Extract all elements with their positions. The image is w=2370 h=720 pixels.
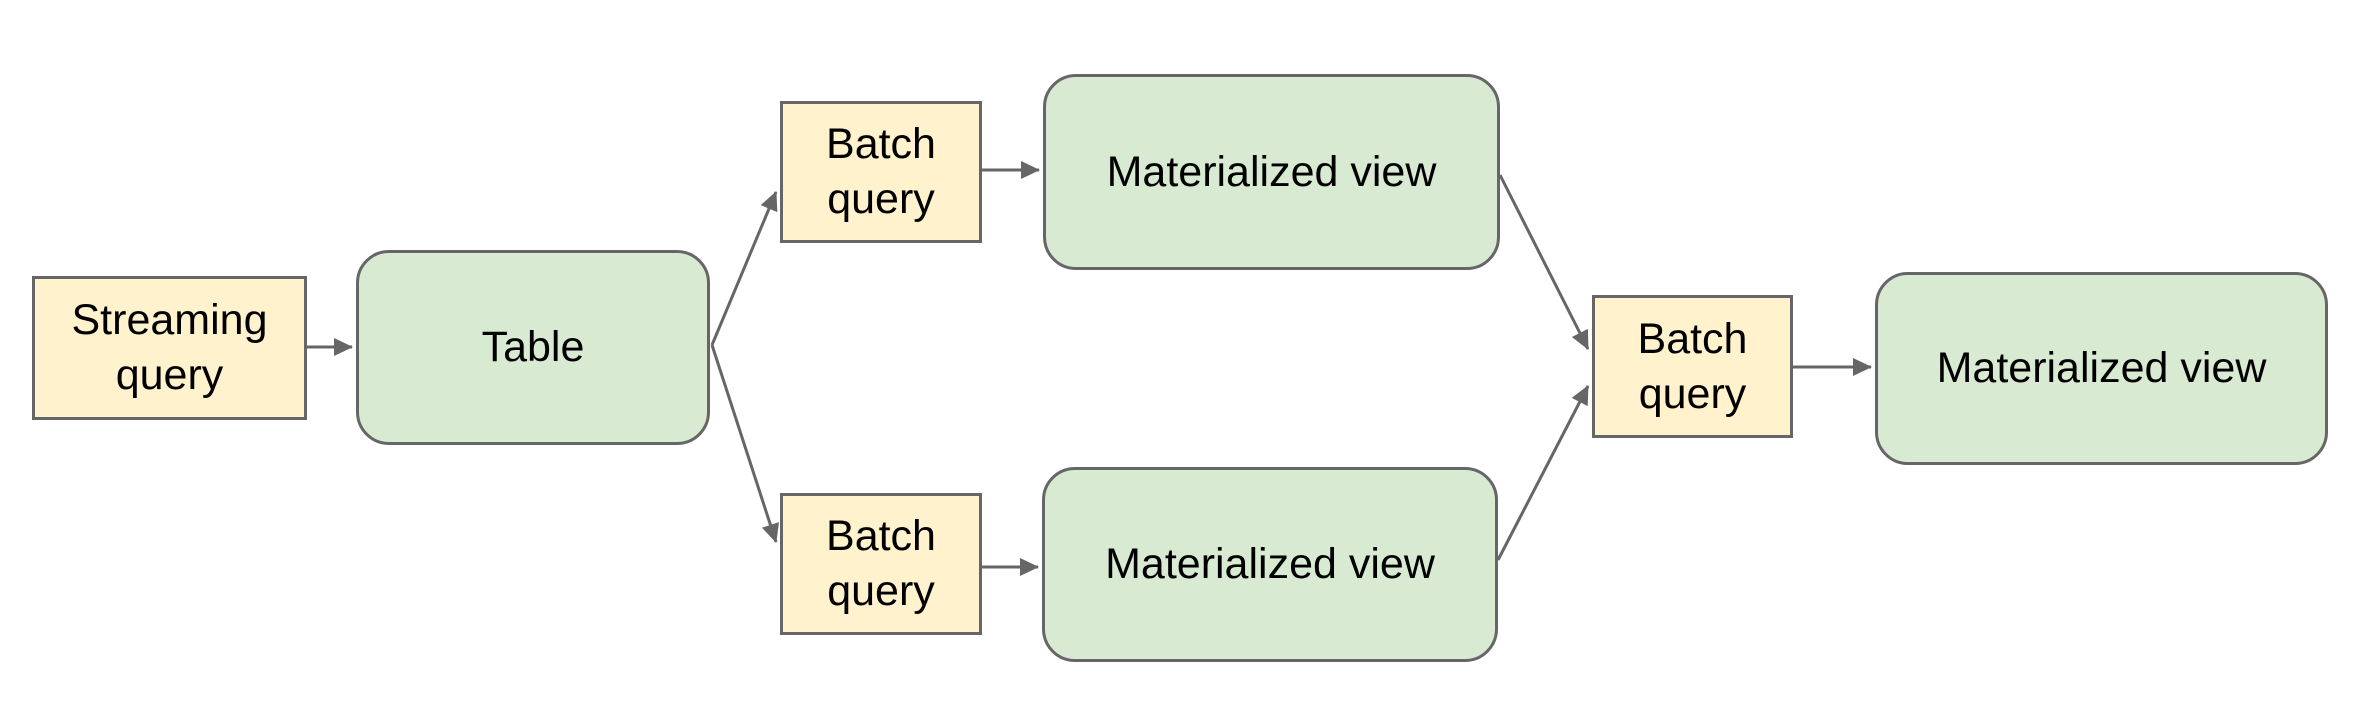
- node-batch-query-top: Batch query: [780, 101, 982, 243]
- node-materialized-view-bottom: Materialized view: [1042, 467, 1498, 662]
- node-materialized-view-top: Materialized view: [1043, 74, 1500, 270]
- node-batch-query-merge: Batch query: [1592, 295, 1793, 438]
- edge-table-to-batch-query-top: [710, 191, 778, 346]
- node-streaming-query: Streaming query: [32, 276, 307, 420]
- edge-mv-top-to-batch-query-merge: [1498, 174, 1590, 350]
- node-batch-query-bottom: Batch query: [780, 493, 982, 635]
- edge-mv-bottom-to-batch-query-merge: [1496, 385, 1590, 561]
- edge-table-to-batch-query-bottom: [710, 344, 779, 543]
- node-table: Table: [356, 250, 710, 445]
- node-materialized-view-final: Materialized view: [1875, 272, 2328, 465]
